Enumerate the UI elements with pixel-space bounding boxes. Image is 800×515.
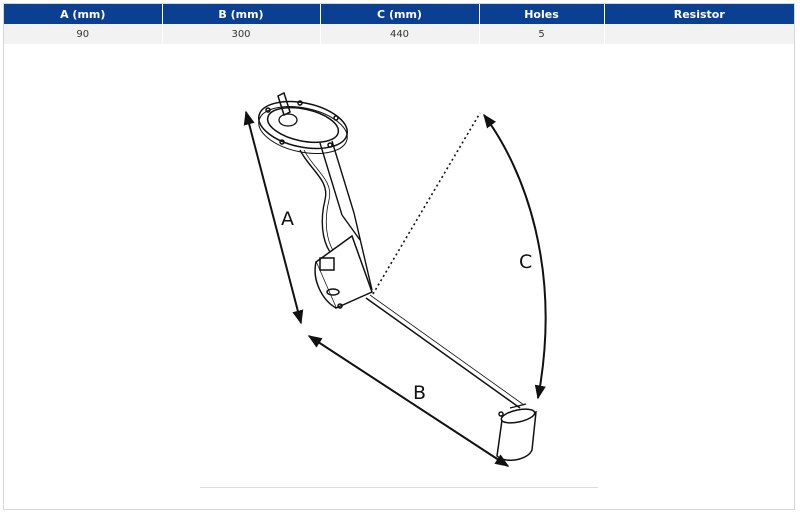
cell-a: 90	[4, 24, 163, 44]
resistor-housing	[314, 234, 373, 309]
dimension-b-line	[307, 335, 510, 467]
header-c: C (mm)	[320, 4, 480, 24]
sender-tube	[299, 140, 373, 291]
cell-holes: 5	[479, 24, 605, 44]
cell-b: 300	[162, 24, 321, 44]
header-resistor: Resistor	[604, 4, 794, 24]
fuel-sender-diagram: A B C	[243, 91, 547, 467]
cell-resistor	[604, 24, 794, 44]
dimension-c-reference	[372, 112, 481, 295]
table-row: 90 300 440 5	[4, 24, 794, 44]
dimension-a-label: A	[281, 208, 294, 230]
dimension-c-label: C	[519, 251, 532, 273]
spec-table-header-row: A (mm) B (mm) C (mm) Holes Resistor	[4, 4, 794, 24]
header-a: A (mm)	[4, 4, 163, 24]
drawing-baseline	[200, 487, 598, 488]
float	[496, 403, 537, 462]
spec-table: A (mm) B (mm) C (mm) Holes Resistor 90 3…	[4, 4, 794, 44]
header-holes: Holes	[479, 4, 605, 24]
header-b: B (mm)	[162, 4, 321, 24]
dimension-c-arc	[483, 113, 547, 400]
dimension-a-line	[243, 110, 304, 325]
mounting-flange	[257, 91, 349, 154]
dimension-b-label: B	[413, 382, 426, 404]
cell-c: 440	[320, 24, 480, 44]
float-arm	[365, 294, 525, 409]
